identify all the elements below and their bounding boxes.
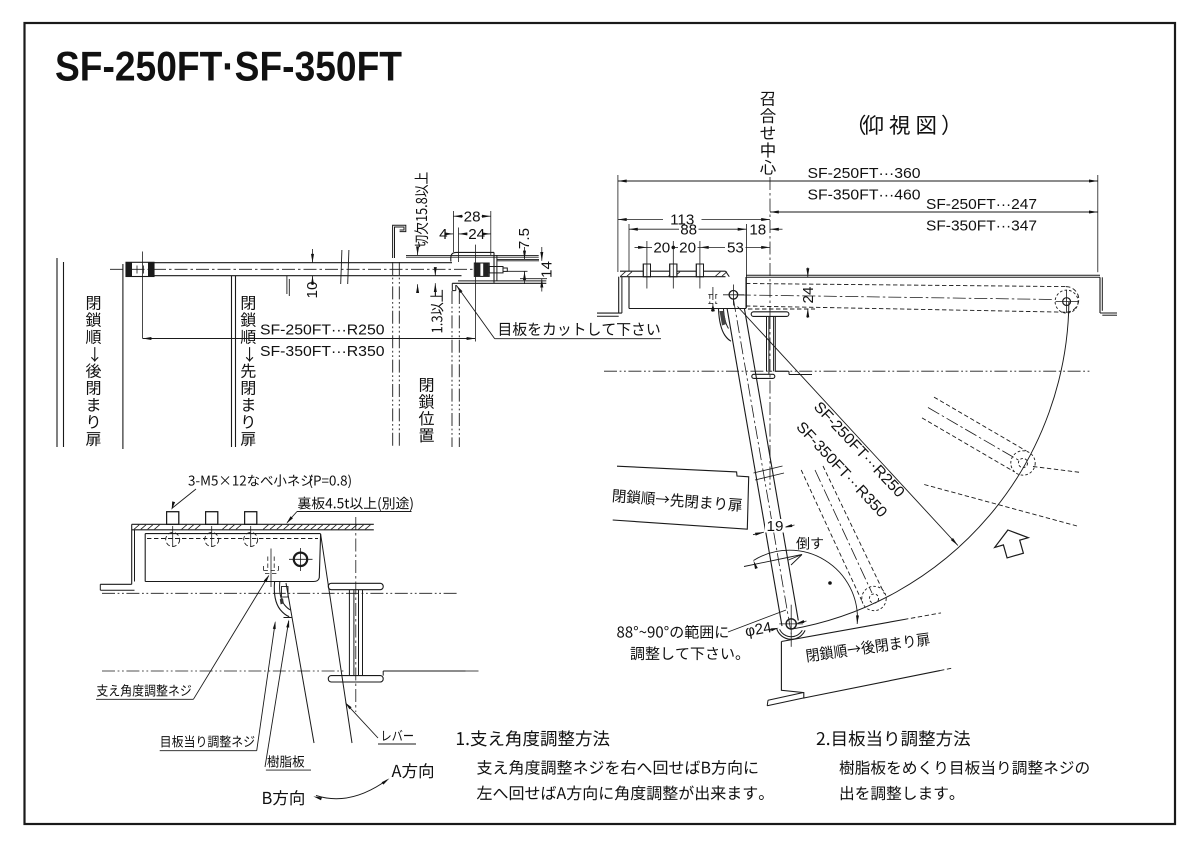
svg-text:88: 88 xyxy=(680,221,697,238)
svg-text:SF-250FT···360: SF-250FT···360 xyxy=(808,165,921,182)
svg-text:24: 24 xyxy=(468,226,485,243)
svg-text:SF-250FT·SF-350FT: SF-250FT·SF-350FT xyxy=(55,43,402,90)
svg-text:24: 24 xyxy=(800,287,817,304)
svg-text:SF-350FT···347: SF-350FT···347 xyxy=(926,217,1037,234)
svg-text:20: 20 xyxy=(653,240,670,257)
svg-text:10: 10 xyxy=(304,282,321,299)
svg-text:19: 19 xyxy=(767,518,784,535)
svg-text:28: 28 xyxy=(464,209,481,226)
svg-text:20: 20 xyxy=(679,240,696,257)
svg-text:18: 18 xyxy=(749,221,766,238)
svg-text:113: 113 xyxy=(670,212,694,229)
svg-text:φ24: φ24 xyxy=(744,619,773,640)
svg-text:SF-350FT···R350: SF-350FT···R350 xyxy=(260,343,385,360)
svg-text:SF-250FT···R250: SF-250FT···R250 xyxy=(260,321,385,338)
svg-text:14: 14 xyxy=(539,261,556,278)
svg-text:7.5: 7.5 xyxy=(516,228,533,249)
svg-text:4: 4 xyxy=(439,226,447,243)
svg-text:53: 53 xyxy=(727,240,744,257)
svg-text:SF-250FT···247: SF-250FT···247 xyxy=(926,196,1037,213)
svg-text:SF-350FT···460: SF-350FT···460 xyxy=(808,186,921,203)
